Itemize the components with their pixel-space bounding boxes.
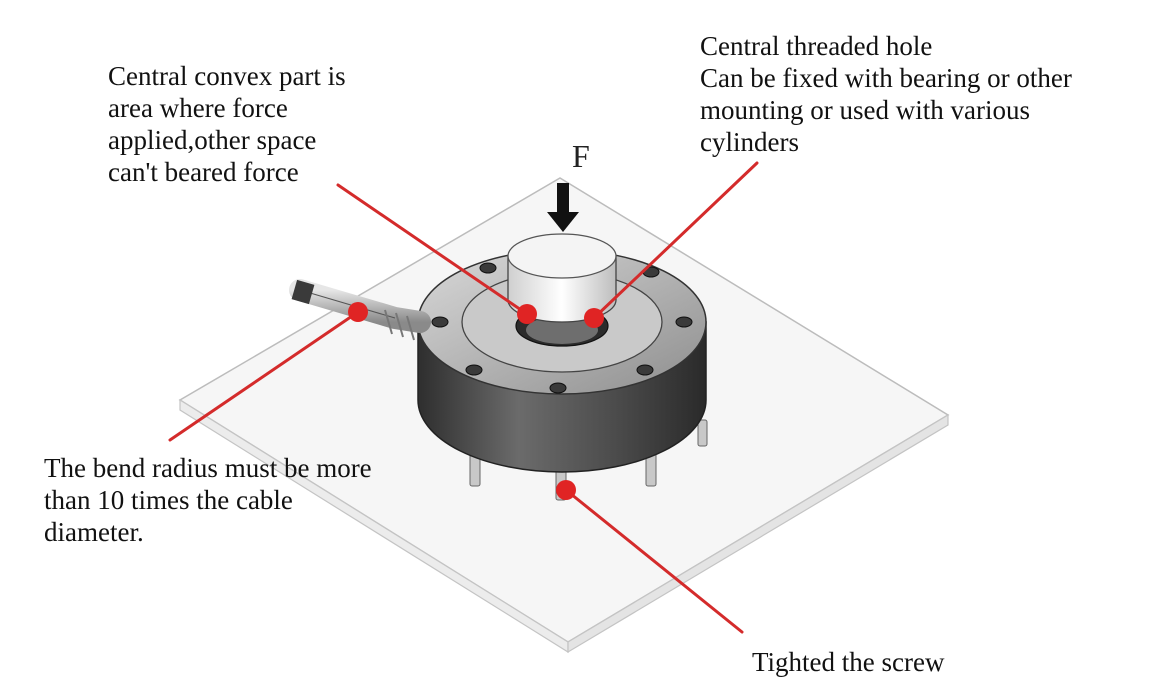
callout-dots [348,302,604,500]
callout-line-threaded-hole [592,161,759,320]
annotation-line: Central convex part is [108,61,346,91]
annotation-line: mounting or used with various [700,95,1030,125]
callout-dot-bend-radius [348,302,368,322]
callout-line-bend-radius [168,310,360,442]
annotation-line: Tighted the screw [752,647,945,677]
callout-dot-convex-part [517,304,537,324]
callout-dot-threaded-hole [584,308,604,328]
annotation-line: diameter. [44,517,144,547]
annotation-screw: Tighted the screw [752,646,944,678]
annotation-bend-radius: The bend radius must be more than 10 tim… [44,452,372,548]
annotation-line: Central threaded hole [700,31,933,61]
callout-dot-screw [556,480,576,500]
annotation-convex-part: Central convex part is area where force … [108,60,346,188]
annotation-line: applied,other space [108,125,317,155]
callout-lines [168,161,759,634]
cable [289,279,431,341]
load-cell-body [417,233,707,473]
annotation-line: than 10 times the cable [44,485,293,515]
force-label: F [572,138,590,174]
force-arrow-icon [547,183,579,232]
annotation-line: can't beared force [108,157,299,187]
annotation-line: area where force [108,93,288,123]
callout-line-convex-part [336,183,529,316]
annotation-line: Can be fixed with bearing or other [700,63,1072,93]
callout-line-screw [564,488,744,634]
annotation-line: The bend radius must be more [44,453,372,483]
annotation-line: cylinders [700,127,799,157]
annotation-threaded-hole: Central threaded hole Can be fixed with … [700,30,1072,158]
